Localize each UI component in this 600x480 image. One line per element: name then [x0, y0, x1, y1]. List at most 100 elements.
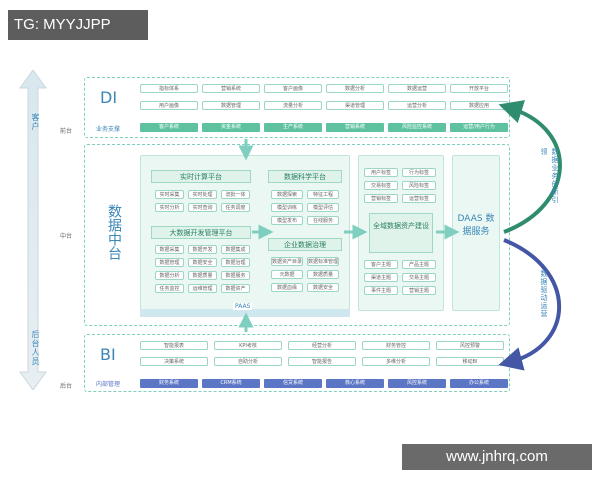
realtime-item: 任务调度	[221, 203, 250, 212]
bigdata-item: 数据分析	[155, 271, 184, 280]
di-item: 用户画像	[140, 101, 198, 110]
realtime-title: 实时计算平台	[151, 170, 251, 183]
di-system-bar: 资金系统	[202, 123, 260, 132]
science-item: 模型评估	[307, 203, 339, 212]
science-item: 在线服务	[307, 216, 339, 225]
di-item: 渠道管理	[326, 101, 384, 110]
di-item: 营销系统	[202, 84, 260, 93]
bi-item: 经营分析	[288, 341, 356, 350]
bigdata-item: 数据开发	[188, 245, 217, 254]
science-item: 特征工程	[307, 190, 339, 199]
realtime-item: 实时分析	[155, 203, 184, 212]
daas-title: DAAS 数据服务	[457, 214, 495, 237]
asset-tag-item: 用户标签	[364, 168, 398, 177]
asset-topic-item: 事件主题	[364, 286, 398, 295]
bi-title: BI	[100, 345, 116, 364]
bigdata-item: 数据管理	[155, 258, 184, 267]
science-item: 模型发布	[271, 216, 303, 225]
science-item: 模型训练	[271, 203, 303, 212]
axis-bottom-label: 后台人员	[31, 330, 40, 366]
governance-item: 数据安全	[307, 283, 339, 292]
bi-item: 财务管控	[362, 341, 430, 350]
realtime-item: 实时处理	[188, 190, 217, 199]
bi-item: 风控预警	[436, 341, 504, 350]
asset-title: 全域数据资产建设	[373, 222, 429, 230]
bigdata-title: 大数据开发管理平台	[151, 226, 251, 239]
di-item: 数据管理	[202, 101, 260, 110]
bi-system-bar: 信贷系统	[264, 379, 322, 388]
bi-system-bar: 办公系统	[450, 379, 508, 388]
di-support-label: 业务支撑	[96, 126, 121, 133]
governance-item: 元数据	[271, 270, 303, 279]
di-item: 指标体系	[140, 84, 198, 93]
di-title: DI	[100, 88, 118, 107]
asset-topic-item: 客户主题	[364, 260, 398, 269]
asset-tag-item: 运营标签	[402, 194, 436, 203]
bigdata-item: 数据服务	[221, 271, 250, 280]
di-system-bar: 运营/用户行为	[450, 123, 508, 132]
bi-system-bar: 核心系统	[326, 379, 384, 388]
governance-item: 数据资产目录	[271, 257, 303, 266]
paas-label: PAAS	[233, 303, 253, 310]
realtime-item: 流批一体	[221, 190, 250, 199]
di-item: 数据运营	[388, 84, 446, 93]
back-label: 后台	[60, 383, 73, 390]
di-item: 运营分析	[388, 101, 446, 110]
bi-system-bar: CRM系统	[202, 379, 260, 388]
asset-tag-item: 行为标签	[402, 168, 436, 177]
bigdata-item: 数据治理	[221, 258, 250, 267]
bigdata-item: 数据集成	[221, 245, 250, 254]
middle-title: 数据中台	[106, 204, 122, 260]
realtime-item: 实时查询	[188, 203, 217, 212]
bigdata-item: 数据采集	[155, 245, 184, 254]
bi-item: 智能报告	[288, 357, 356, 366]
governance-item: 数据血缘	[271, 283, 303, 292]
axis-top-label: 客户	[31, 113, 40, 131]
asset-title-box	[369, 213, 433, 253]
asset-tag-item: 交易标签	[364, 181, 398, 190]
right-bottom-label: 数据驱动运营	[540, 270, 548, 318]
di-system-bar: 客户系统	[140, 123, 198, 132]
bi-system-bar: 风控系统	[388, 379, 446, 388]
science-title: 数据科学平台	[268, 170, 342, 183]
science-item: 数据探索	[271, 190, 303, 199]
bi-item: 多维分析	[362, 357, 430, 366]
asset-topic-item: 渠道主题	[364, 273, 398, 282]
asset-topic-item: 营销主题	[402, 286, 436, 295]
bigdata-item: 任务监控	[155, 284, 184, 293]
watermark: www.jnhrq.com	[402, 444, 592, 470]
middle-label: 中台	[60, 233, 73, 240]
asset-topic-item: 交易主题	[402, 273, 436, 282]
di-item: 客户画像	[264, 84, 322, 93]
bigdata-item: 数据安全	[188, 258, 217, 267]
bi-inner-label: 内部管理	[96, 381, 121, 388]
down-arrow	[498, 238, 561, 371]
di-system-bar: 风险监控系统	[388, 123, 446, 132]
bi-item: 自助分析	[214, 357, 282, 366]
bigdata-item: 数据资产	[221, 284, 250, 293]
governance-item: 数据标准管理	[307, 257, 339, 266]
realtime-item: 实时采集	[155, 190, 184, 199]
middle-layer	[84, 144, 510, 326]
asset-topic-item: 产品主题	[402, 260, 436, 269]
bi-system-bar: 财务系统	[140, 379, 198, 388]
governance-item: 数据质量	[307, 270, 339, 279]
up-arrow	[498, 100, 562, 234]
tag-label: TG: MYYJJPP	[8, 10, 148, 40]
governance-title: 企业数据治理	[268, 238, 342, 251]
bigdata-item: 运维管理	[188, 284, 217, 293]
left-axis	[19, 70, 47, 390]
di-item: 开放平台	[450, 84, 508, 93]
asset-tag-item: 营销标签	[364, 194, 398, 203]
asset-tag-item: 风险标签	[402, 181, 436, 190]
bi-item: KPI考核	[214, 341, 282, 350]
di-item: 流量分析	[264, 101, 322, 110]
di-system-bar: 生产系统	[264, 123, 322, 132]
daas-box	[452, 155, 500, 311]
di-system-bar: 营销系统	[326, 123, 384, 132]
right-top-label: 数据业务创新引领	[540, 148, 559, 204]
bi-item: 智能报表	[140, 341, 208, 350]
di-item: 数据分析	[326, 84, 384, 93]
bigdata-item: 数据质量	[188, 271, 217, 280]
